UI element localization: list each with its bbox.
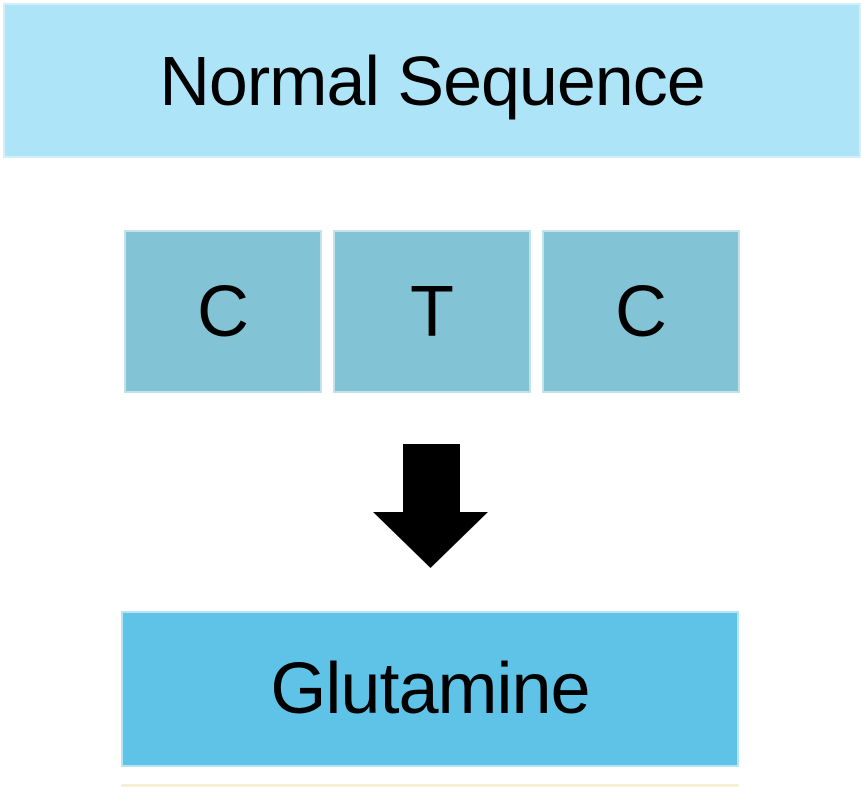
base-letter-1: C <box>197 271 249 352</box>
result-box: Glutamine <box>121 611 739 767</box>
codon-row: C T C <box>124 230 740 393</box>
down-arrow-shape <box>373 444 488 568</box>
amino-acid-label: Glutamine <box>270 649 590 729</box>
base-box-1: C <box>124 230 322 393</box>
cropped-element-edge <box>121 784 739 787</box>
base-box-3: C <box>542 230 740 393</box>
header-band: Normal Sequence <box>3 3 861 158</box>
page-title: Normal Sequence <box>159 41 705 120</box>
base-letter-3: C <box>615 271 667 352</box>
base-box-2: T <box>333 230 531 393</box>
base-letter-2: T <box>410 271 454 352</box>
down-arrow-icon <box>373 444 488 568</box>
